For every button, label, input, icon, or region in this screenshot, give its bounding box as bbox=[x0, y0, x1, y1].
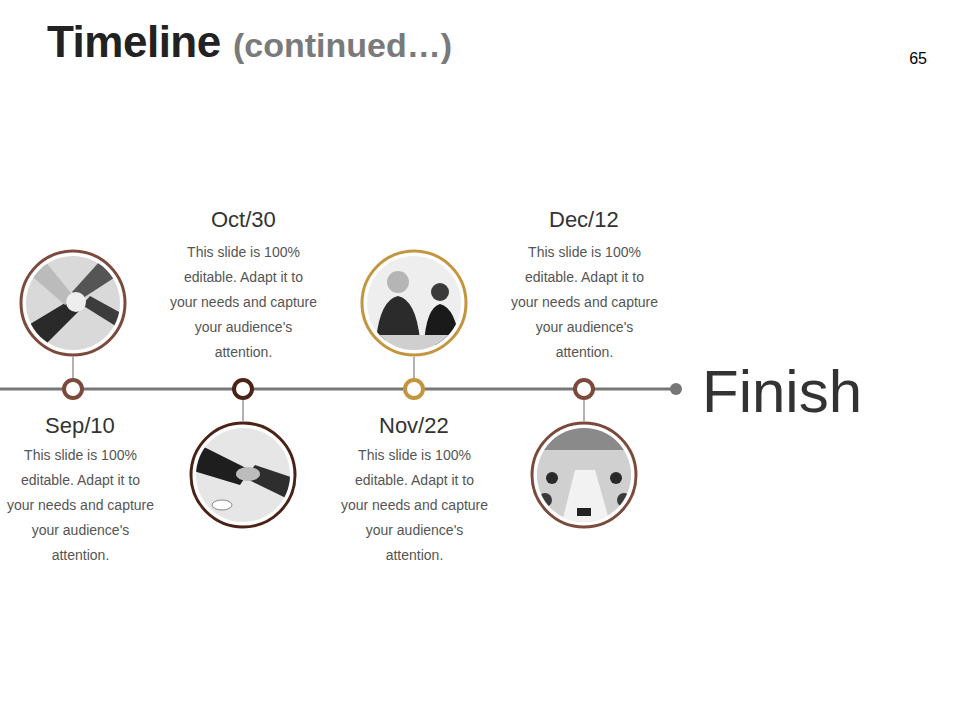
finish-label: Finish bbox=[702, 362, 862, 422]
photo-cup bbox=[212, 500, 232, 510]
milestone-description: This slide is 100% editable. Adapt it to… bbox=[510, 240, 659, 365]
milestone-description: This slide is 100% editable. Adapt it to… bbox=[169, 240, 318, 365]
photo-device bbox=[577, 508, 591, 516]
photo-arm bbox=[72, 250, 126, 300]
photo-wall bbox=[530, 420, 640, 450]
milestone-dot bbox=[575, 380, 593, 398]
leader-line bbox=[72, 357, 74, 378]
photo-people bbox=[360, 250, 470, 360]
photo-arm bbox=[82, 296, 130, 335]
milestone-dot bbox=[405, 380, 423, 398]
photo-ground bbox=[530, 420, 640, 530]
photo-hands bbox=[20, 250, 130, 360]
slide-title: Timeline bbox=[47, 20, 221, 64]
leader-line bbox=[413, 357, 415, 378]
photo-body bbox=[376, 296, 420, 340]
photo-ground bbox=[360, 250, 470, 360]
photo-table bbox=[560, 470, 612, 530]
milestone-date: Nov/22 bbox=[379, 413, 449, 439]
milestone-dot bbox=[234, 380, 252, 398]
leader-line bbox=[583, 400, 585, 421]
milestone-date: Dec/12 bbox=[549, 207, 619, 233]
photo-hands bbox=[236, 467, 260, 481]
photo-head bbox=[431, 283, 449, 301]
photo-ground bbox=[190, 420, 300, 530]
photo-person bbox=[538, 493, 552, 507]
milestone-dot bbox=[64, 380, 82, 398]
photo-person bbox=[546, 472, 558, 484]
milestone-date: Oct/30 bbox=[211, 207, 276, 233]
axis-end-dot bbox=[670, 383, 682, 395]
photo-person bbox=[610, 472, 622, 484]
photo-hands-center bbox=[66, 292, 86, 312]
title-suffix: (continued…) bbox=[233, 28, 452, 62]
milestone-description: This slide is 100% editable. Adapt it to… bbox=[6, 443, 155, 568]
photo-table bbox=[360, 335, 470, 360]
milestone-date: Sep/10 bbox=[45, 413, 115, 439]
page-number: 65 bbox=[909, 50, 927, 68]
photo-meeting bbox=[530, 420, 640, 530]
leader-line bbox=[242, 400, 244, 421]
photo-person bbox=[617, 493, 631, 507]
milestone-description: This slide is 100% editable. Adapt it to… bbox=[340, 443, 489, 568]
photo-ground bbox=[20, 250, 130, 360]
photo-head bbox=[387, 271, 409, 293]
photo-handshake bbox=[190, 420, 300, 530]
